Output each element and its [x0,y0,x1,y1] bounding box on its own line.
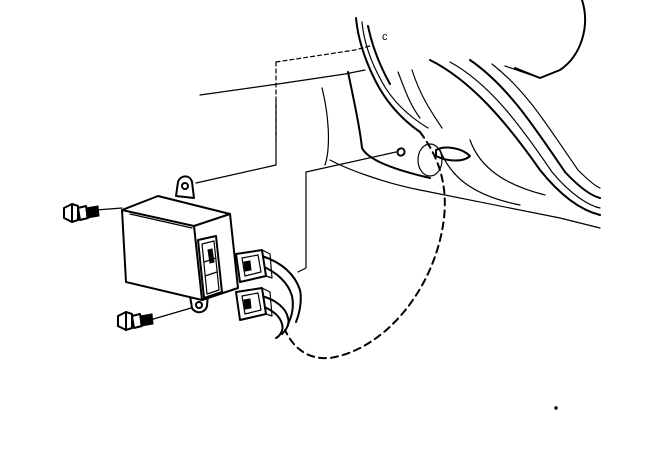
mounting-hole [396,147,406,157]
leader-connector [297,151,397,273]
wheel-well-arc-2 [469,59,601,199]
leader-lines [95,45,397,321]
module-socket [197,235,223,299]
wheel-well-arc-1 [429,59,601,216]
control-module [121,175,239,314]
leader-bracket [195,99,277,184]
harness-route-hidden [284,131,446,360]
harness-clip [435,146,471,162]
callout-letter: c [382,31,388,43]
mounting-tab-top [175,175,195,199]
bolt-upper [63,203,100,223]
panel-line [199,69,366,96]
body-panel [199,0,601,229]
bolt-lower [117,311,154,331]
scan-speck [554,406,558,410]
fender-edge [514,0,586,79]
harness-connectors [235,249,273,321]
wiring-harness [261,17,446,360]
